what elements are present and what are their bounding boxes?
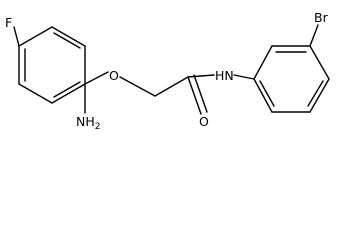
ether-oxygen-label: O [109,68,119,83]
c-br-bond [309,24,319,47]
ch2-carbonyl-bond [154,76,189,97]
carbonyl-c-o-bond [187,76,202,115]
amine-nh-text: NH [76,114,95,129]
bromophenyl-ring [253,45,330,113]
carbonyl-n-bond [187,74,215,78]
carbonyl-c-o-double-bond [193,74,208,113]
amine-subscript: 2 [95,122,101,132]
bromine-label: Br [314,10,329,25]
fluorine-label: F [5,15,12,30]
carbonyl-oxygen-label: O [199,114,209,129]
c-f-bond [13,26,20,47]
chemical-structure: F O NH2 HN O Br [5,10,330,132]
fluoro-aminophenyl-ring [18,26,86,104]
o-ch2-bond [119,76,156,97]
ring-o-bond [84,71,109,85]
amine-label: NH2 [76,114,100,132]
n-aryl-bond [233,74,255,80]
amide-nitrogen-label: HN [215,68,234,83]
